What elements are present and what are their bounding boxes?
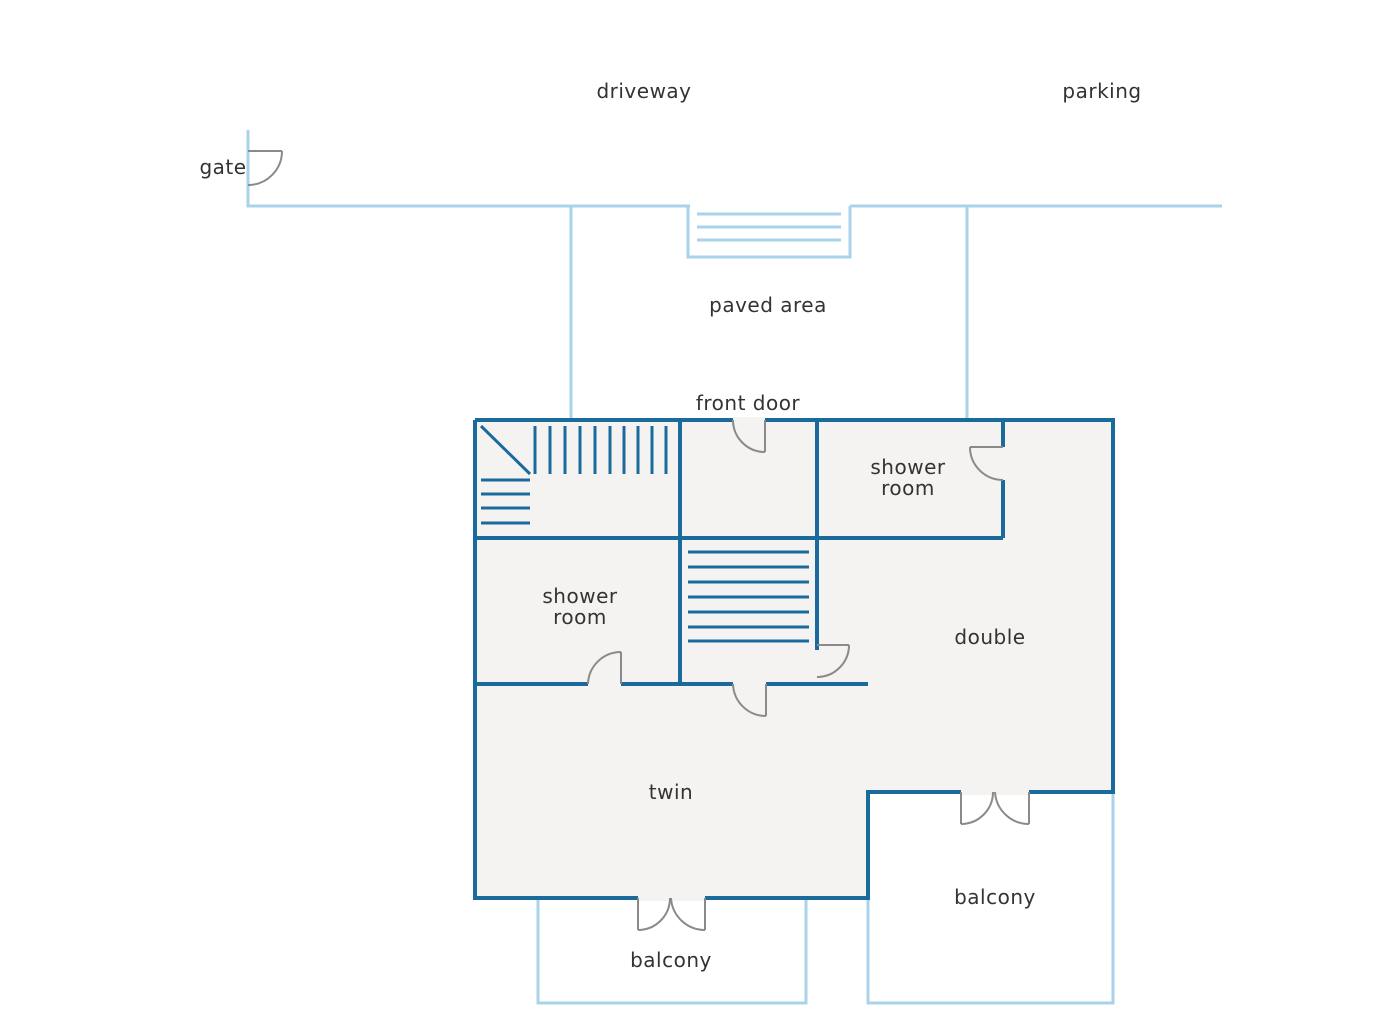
staircase-upper (479, 424, 668, 525)
parking-label: parking (1062, 79, 1141, 103)
gate-label: gate (199, 155, 246, 179)
shower-room-left-label-line1: shower (542, 584, 617, 608)
driveway-label: driveway (596, 79, 691, 103)
labels: driveway parking gate paved area front d… (199, 79, 1141, 972)
outdoor-boundaries (246, 130, 1222, 1005)
staircase-middle (688, 550, 809, 643)
balcony-left-outline (536, 898, 808, 1005)
shower-room-top-label-line1: shower (870, 455, 945, 479)
doors (587, 417, 1030, 932)
balcony-right-label: balcony (954, 885, 1036, 909)
double-room-label: double (954, 625, 1025, 649)
gate-wall-line (246, 130, 690, 208)
shower-room-top-label-line2: room (881, 476, 935, 500)
shower-room-left-label-line2: room (553, 605, 607, 629)
gate-door (247, 150, 283, 186)
twin-room-label: twin (649, 780, 693, 804)
front-door-label: front door (696, 391, 801, 415)
balcony-left-label: balcony (630, 948, 712, 972)
paved-area-label: paved area (709, 293, 827, 317)
entrance-steps (686, 206, 852, 259)
room-fills (475, 420, 1113, 898)
house-outer-wall (473, 418, 1115, 900)
